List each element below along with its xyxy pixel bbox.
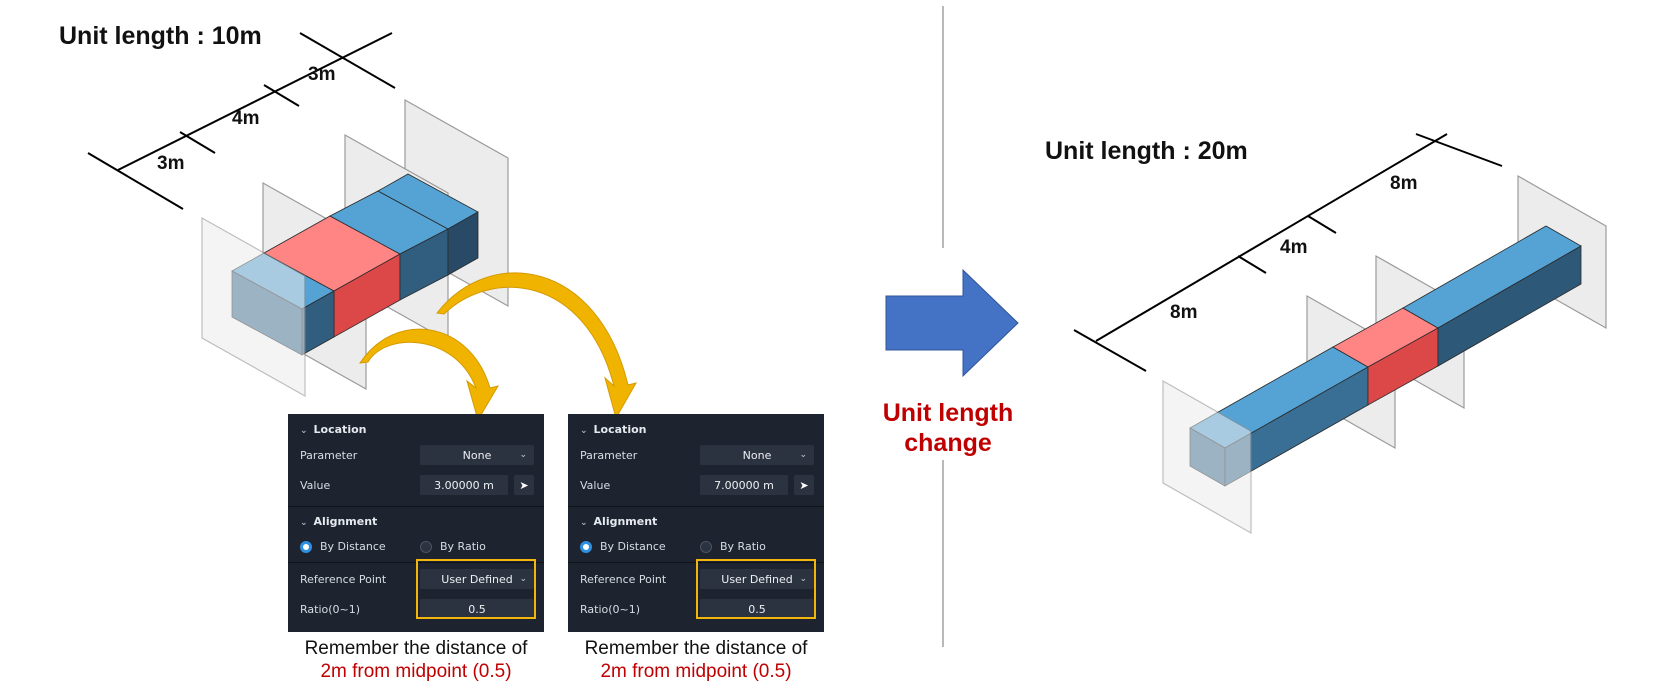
panel-divider (568, 506, 824, 507)
right-dimension-lines (1073, 133, 1503, 372)
value-input[interactable]: 7.00000 m (700, 475, 788, 495)
chevron-down-icon: ⌄ (799, 574, 807, 584)
reference-point-dropdown[interactable]: User Defined ⌄ (700, 569, 814, 589)
chevron-down-icon: ⌄ (519, 574, 527, 584)
left-dim-label-1: 3m (157, 153, 185, 174)
alignment-section-header[interactable]: ⌄ Alignment (580, 515, 657, 528)
ratio-label: Ratio(0~1) (300, 603, 361, 616)
right-beam-side-blue-2 (1437, 245, 1582, 367)
panel-divider (288, 506, 544, 507)
value-label: Value (300, 479, 331, 492)
left-cutting-plane-front (201, 216, 306, 398)
parameter-label: Parameter (300, 449, 358, 462)
right-dim-label-1: 8m (1170, 302, 1198, 323)
parameter-dropdown[interactable]: None ⌄ (700, 445, 814, 465)
by-ratio-radio[interactable]: By Ratio (700, 540, 766, 553)
reference-point-label: Reference Point (300, 573, 387, 586)
chevron-down-icon: ⌄ (519, 450, 527, 460)
chevron-down-icon: ⌄ (580, 518, 588, 528)
highlight-box (416, 559, 536, 619)
radio-unselected-icon (700, 540, 712, 553)
reference-point-dropdown[interactable]: User Defined ⌄ (420, 569, 534, 589)
caption-2-line1: Remember the distance of (584, 638, 808, 659)
value-input[interactable]: 3.00000 m (420, 475, 508, 495)
left-unit-length-title: Unit length : 10m (59, 22, 262, 50)
left-beam-side-end (447, 211, 479, 276)
left-dim-label-3: 3m (308, 64, 336, 85)
location-header-text: Location (313, 423, 367, 436)
parameter-label: Parameter (580, 449, 638, 462)
chevron-down-icon: ⌄ (580, 426, 588, 436)
cursor-pick-icon[interactable]: ➤ (514, 475, 534, 495)
by-distance-radio[interactable]: By Distance (580, 540, 666, 553)
right-dim-label-3: 8m (1390, 173, 1418, 194)
right-plane-1 (1162, 379, 1252, 535)
chevron-down-icon: ⌄ (300, 426, 308, 436)
change-label-line1: Unit length (882, 399, 1014, 427)
parameter-dropdown[interactable]: None ⌄ (420, 445, 534, 465)
caption-1: Remember the distance of 2m from midpoin… (266, 637, 566, 683)
radio-selected-icon (580, 540, 592, 553)
reference-point-value: User Defined (441, 572, 513, 586)
caption-1-line1: Remember the distance of (304, 638, 528, 659)
highlight-box (696, 559, 816, 619)
cursor-pick-icon[interactable]: ➤ (794, 475, 814, 495)
unit-length-change-label: Unit length change (858, 398, 1038, 458)
ratio-input[interactable]: 0.5 (420, 599, 534, 619)
right-dim-label-2: 4m (1280, 237, 1308, 258)
reference-point-label: Reference Point (580, 573, 667, 586)
right-cutting-plane-front (1162, 379, 1252, 535)
parameter-dropdown-value: None (742, 448, 772, 462)
ratio-label: Ratio(0~1) (580, 603, 641, 616)
caption-1-line2: 2m from midpoint (0.5) (320, 661, 512, 682)
big-right-arrow (885, 268, 1019, 378)
chevron-down-icon: ⌄ (300, 518, 308, 528)
right-unit-length-title: Unit length : 20m (1045, 137, 1248, 165)
reference-point-value: User Defined (721, 572, 793, 586)
chevron-down-icon: ⌄ (799, 450, 807, 460)
ratio-input[interactable]: 0.5 (700, 599, 814, 619)
location-section-header[interactable]: ⌄ Location (580, 423, 646, 436)
by-ratio-label: By Ratio (720, 540, 766, 553)
caption-2: Remember the distance of 2m from midpoin… (546, 637, 846, 683)
property-panel-2: ⌄ Location Parameter None ⌄ Value 7.00000 … (568, 414, 824, 632)
by-distance-label: By Distance (600, 540, 666, 553)
alignment-header-text: Alignment (313, 515, 378, 528)
alignment-section-header[interactable]: ⌄ Alignment (300, 515, 377, 528)
left-plane-1 (201, 216, 306, 398)
caption-2-line2: 2m from midpoint (0.5) (600, 661, 792, 682)
by-distance-label: By Distance (320, 540, 386, 553)
curve-arrow-2 (436, 272, 638, 420)
left-dimension-lines (87, 32, 396, 210)
location-header-text: Location (593, 423, 647, 436)
alignment-header-text: Alignment (593, 515, 658, 528)
radio-unselected-icon (420, 540, 432, 553)
radio-selected-icon (300, 540, 312, 553)
left-dim-label-2: 4m (232, 108, 260, 129)
property-panel-1: ⌄ Location Parameter None ⌄ Value 3.00000 … (288, 414, 544, 632)
by-ratio-label: By Ratio (440, 540, 486, 553)
change-label-line2: change (904, 429, 992, 457)
location-section-header[interactable]: ⌄ Location (300, 423, 366, 436)
by-ratio-radio[interactable]: By Ratio (420, 540, 486, 553)
parameter-dropdown-value: None (462, 448, 492, 462)
by-distance-radio[interactable]: By Distance (300, 540, 386, 553)
curve-arrow-1 (358, 328, 500, 422)
value-label: Value (580, 479, 611, 492)
